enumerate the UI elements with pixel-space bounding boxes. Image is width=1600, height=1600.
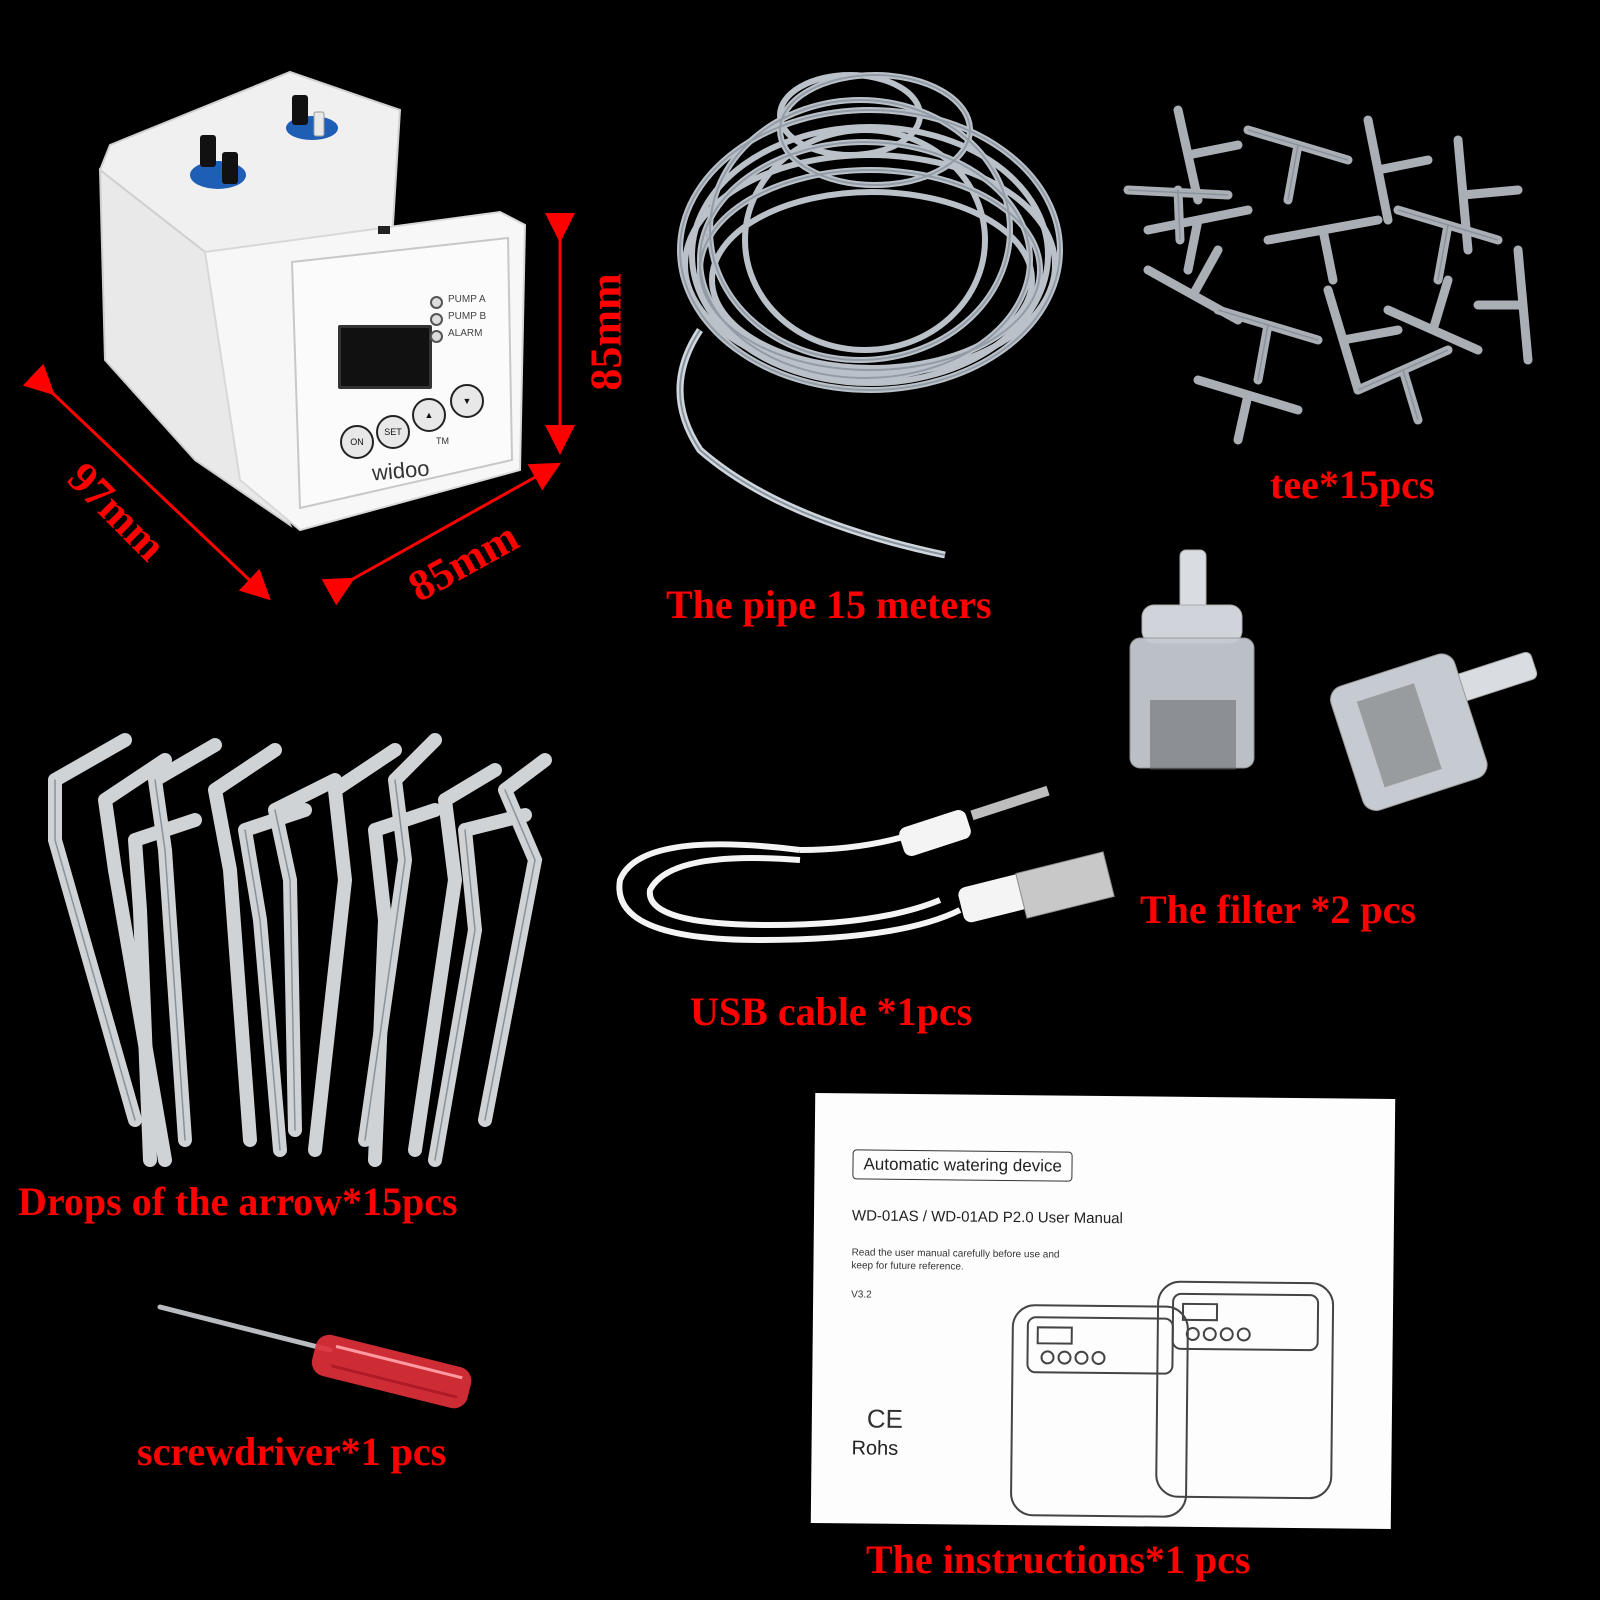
indicator-label-pump-b: PUMP B [448,311,487,322]
indicator-label-alarm: ALARM [448,328,483,339]
filter-caption: The filter *2 pcs [1140,887,1416,932]
on-button[interactable]: ON [340,425,374,459]
trademark-mark: TM [436,436,449,446]
lcd-screen [338,325,432,389]
instruction-manual: Automatic watering device WD-01AS / WD-0… [810,1092,1396,1530]
led-pump-b [430,313,443,326]
up-button[interactable]: ▲ [412,398,446,432]
height-dimension-label: 85mm [581,273,631,391]
drip-arrows-image [48,733,552,1167]
led-alarm [430,330,443,343]
instructions-caption: The instructions*1 pcs [866,1537,1251,1582]
tee-connectors-image [1123,105,1533,445]
set-button[interactable]: SET [376,415,410,449]
pipe-caption: The pipe 15 meters [666,582,992,627]
manual-device-illustration [1010,1280,1335,1518]
down-button[interactable]: ▼ [450,384,484,418]
tee-caption: tee*15pcs [1270,462,1435,507]
filters-image [1129,549,1538,811]
usb-cable-caption: USB cable *1pcs [690,989,973,1034]
triangle-down-icon: ▼ [462,396,472,406]
pipe-coil-image [676,72,1063,559]
drip-arrows-caption: Drops of the arrow*15pcs [18,1179,458,1224]
screwdriver-caption: screwdriver*1 pcs [137,1429,447,1474]
usb-cable-image [616,785,1115,944]
led-pump-a [430,296,443,309]
triangle-up-icon: ▲ [424,410,434,420]
screwdriver-image [157,1304,472,1409]
indicator-label-pump-a: PUMP A [448,294,486,305]
